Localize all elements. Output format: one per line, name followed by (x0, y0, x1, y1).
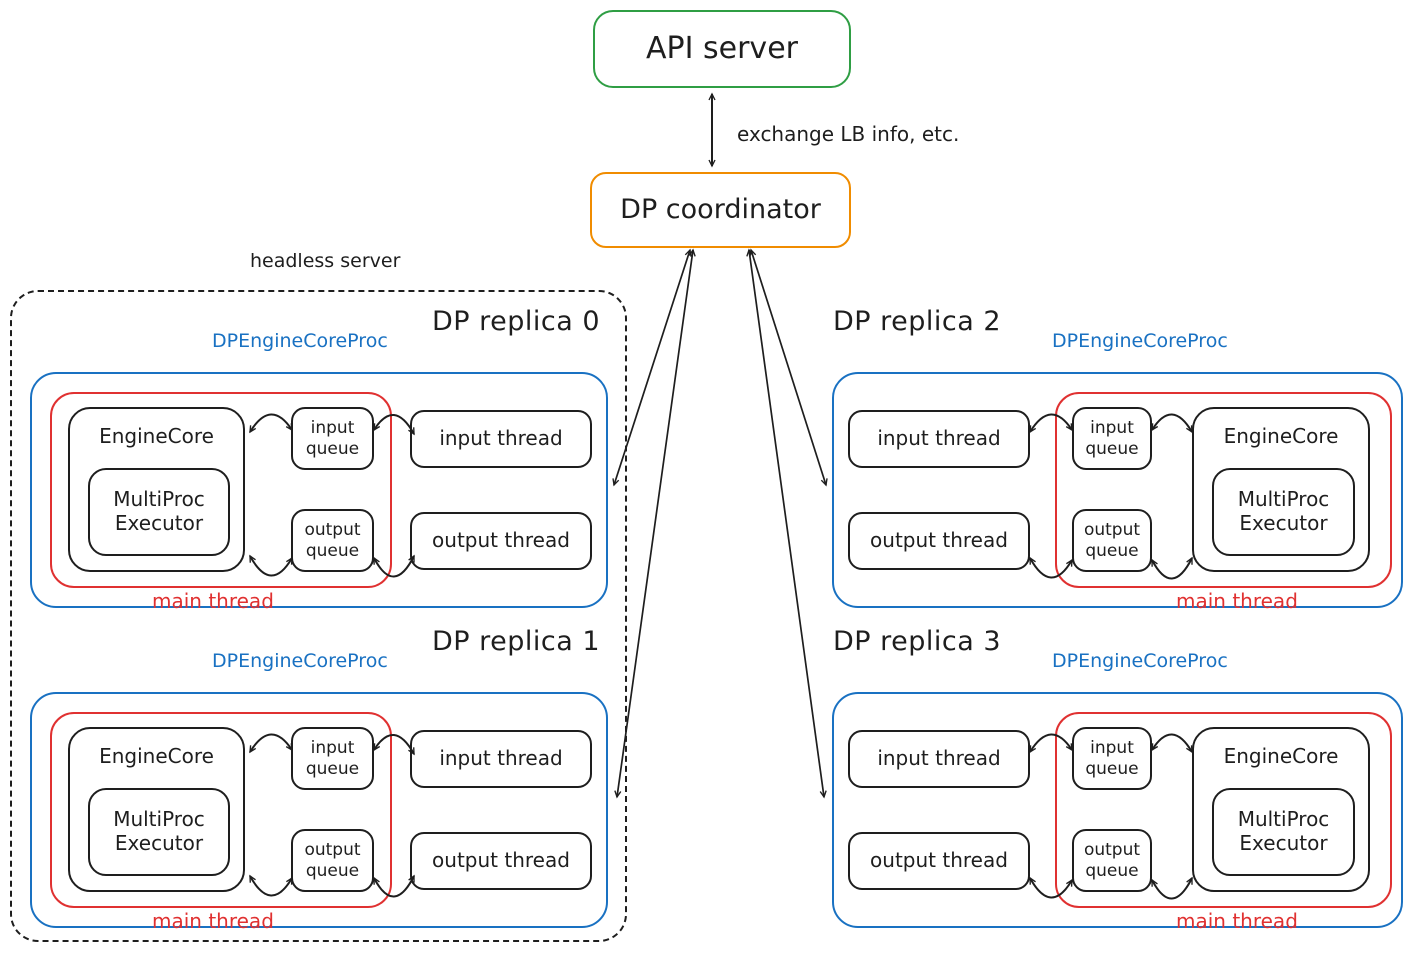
replica-0-engine-core-box: EngineCore (68, 407, 245, 572)
replica-3-input-queue-label: input queue (1085, 738, 1139, 779)
replica-0-proc-box (30, 372, 608, 608)
replica-0-main-thread-box (50, 392, 392, 588)
replica-0-output-thread-box: output thread (410, 512, 592, 570)
replica-1-engine-core-label: EngineCore (99, 744, 214, 768)
replica-3-title: DP replica 3 (833, 626, 1002, 657)
replica-2-input-thread-box: input thread (848, 410, 1030, 468)
replica-1-input-thread-label: input thread (439, 746, 563, 771)
replica-3-output-queue-label: output queue (1083, 840, 1141, 881)
replica-2-input-queue-label: input queue (1085, 418, 1139, 459)
exchange-lb-info-label: exchange LB info, etc. (737, 122, 960, 146)
replica-2-title: DP replica 2 (833, 306, 1002, 337)
replica-3-output-thread-box: output thread (848, 832, 1030, 890)
replica-0-output-queue-label: output queue (304, 520, 361, 561)
dp-coordinator-box: DP coordinator (590, 172, 851, 248)
replica-2-output-thread-label: output thread (870, 528, 1008, 553)
replica-0-engine-core-label: EngineCore (99, 424, 214, 448)
replica-3-input-thread-label: input thread (877, 746, 1001, 771)
dp-coordinator-label: DP coordinator (620, 194, 821, 226)
replica-2-input-thread-label: input thread (877, 426, 1001, 451)
replica-0-main-thread-label: main thread (152, 589, 274, 613)
coordinator-replica-2-link (749, 248, 828, 487)
api-server-label: API server (646, 31, 798, 67)
api-server-box: API server (593, 10, 851, 88)
replica-1-input-queue-box: input queue (291, 727, 374, 790)
replica-2-output-thread-box: output thread (848, 512, 1030, 570)
coordinator-replica-3-link (746, 248, 827, 799)
replica-0-output-thread-label: output thread (432, 528, 570, 553)
replica-1-output-thread-box: output thread (410, 832, 592, 890)
replica-2-proc-label: DPEngineCoreProc (1052, 330, 1228, 352)
replica-2-proc-box (832, 372, 1403, 608)
replica-0-input-queue-label: input queue (305, 418, 360, 459)
replica-3-main-thread-label: main thread (1176, 909, 1298, 933)
replica-3-executor-label: MultiProc Executor (1237, 807, 1330, 855)
replica-1-engine-core-box: EngineCore (68, 727, 245, 892)
replica-2-main-thread-box (1055, 392, 1392, 588)
replica-1-output-queue-label: output queue (304, 840, 361, 881)
replica-2-engine-core-box: EngineCore (1192, 407, 1370, 572)
coordinator-replica-links (612, 248, 828, 799)
replica-1-executor-box: MultiProc Executor (88, 788, 230, 876)
replica-3-proc-box (832, 692, 1403, 928)
replica-2-output-queue-label: output queue (1083, 520, 1141, 561)
replica-2-main-thread-label: main thread (1176, 589, 1298, 613)
replica-1-executor-label: MultiProc Executor (113, 807, 205, 855)
headless-server-label: headless server (250, 250, 401, 272)
replica-3-output-thread-label: output thread (870, 848, 1008, 873)
replica-1-proc-box (30, 692, 608, 928)
replica-3-engine-core-label: EngineCore (1223, 744, 1339, 768)
replica-1-main-thread-label: main thread (152, 909, 274, 933)
replica-2-output-queue-box: output queue (1072, 509, 1152, 572)
replica-3-input-queue-box: input queue (1072, 727, 1152, 790)
replica-2-executor-label: MultiProc Executor (1237, 487, 1330, 535)
replica-0-output-queue-box: output queue (291, 509, 374, 572)
replica-3-input-thread-box: input thread (848, 730, 1030, 788)
replica-1-input-queue-label: input queue (305, 738, 360, 779)
replica-2-engine-core-label: EngineCore (1223, 424, 1339, 448)
replica-1-title: DP replica 1 (432, 626, 601, 657)
replica-1-output-thread-label: output thread (432, 848, 570, 873)
replica-1-input-thread-box: input thread (410, 730, 592, 788)
replica-3-main-thread-box (1055, 712, 1392, 908)
replica-0-input-thread-box: input thread (410, 410, 592, 468)
replica-0-executor-label: MultiProc Executor (113, 487, 205, 535)
replica-0-input-queue-box: input queue (291, 407, 374, 470)
replica-2-input-queue-box: input queue (1072, 407, 1152, 470)
replica-3-executor-box: MultiProc Executor (1212, 788, 1355, 876)
replica-1-output-queue-box: output queue (291, 829, 374, 892)
replica-1-proc-label: DPEngineCoreProc (212, 650, 388, 672)
replica-3-engine-core-box: EngineCore (1192, 727, 1370, 892)
replica-2-executor-box: MultiProc Executor (1212, 468, 1355, 556)
replica-0-title: DP replica 0 (432, 306, 601, 337)
replica-0-proc-label: DPEngineCoreProc (212, 330, 388, 352)
replica-3-output-queue-box: output queue (1072, 829, 1152, 892)
replica-1-main-thread-box (50, 712, 392, 908)
replica-0-executor-box: MultiProc Executor (88, 468, 230, 556)
replica-0-input-thread-label: input thread (439, 426, 563, 451)
replica-3-proc-label: DPEngineCoreProc (1052, 650, 1228, 672)
coordinator-replica-1-link (614, 248, 696, 799)
